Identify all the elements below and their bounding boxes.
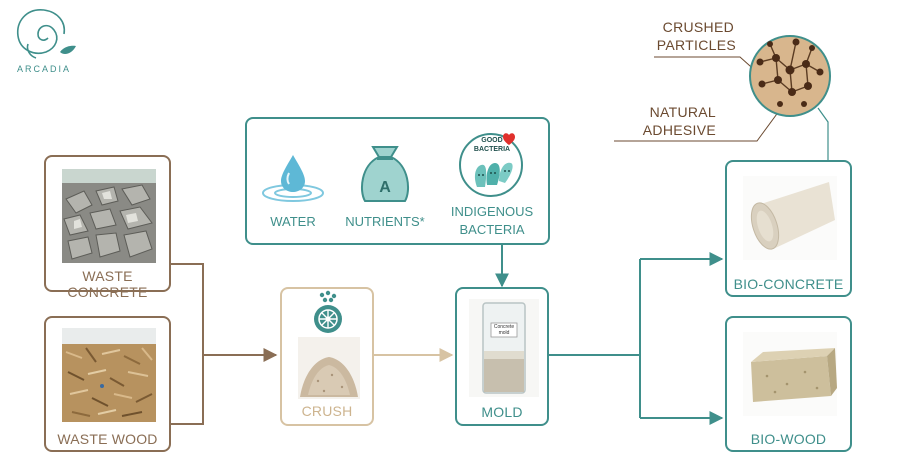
- bacteria-badge-line2: BACTERIA: [473, 146, 511, 153]
- waste-concrete-label: WASTE CONCRETE: [67, 268, 148, 300]
- waste-wood-box: WASTE WOOD: [44, 316, 171, 452]
- bacteria-icon: [459, 133, 523, 197]
- mold-jar-text: Concrete mold: [493, 324, 515, 336]
- crushed-material-photo: [298, 337, 360, 399]
- nutrients-sack-icon: [361, 146, 409, 202]
- bacteria-badge-line1: GOOD: [481, 137, 503, 144]
- natural-adhesive-label-line1: NATURAL: [649, 104, 716, 120]
- inputs-to-crush-arrow: [170, 263, 278, 425]
- crushed-particles-label-line2: PARTICLES: [656, 37, 736, 53]
- crusher-icon: [314, 290, 342, 333]
- nutrients-label: NUTRIENTS*: [345, 214, 425, 229]
- mold-to-outputs-arrow: [549, 252, 724, 425]
- water-icon: [262, 155, 324, 202]
- water-label: WATER: [270, 214, 316, 229]
- crushed-particles-label-line1: CRUSHED: [662, 19, 734, 35]
- bio-wood-label: BIO-WOOD: [750, 431, 827, 447]
- crush-label: CRUSH: [301, 403, 353, 419]
- mold-box: Concrete mold MOLD: [455, 287, 549, 426]
- crush-box: CRUSH: [280, 287, 374, 426]
- waste-wood-photo: [62, 328, 156, 422]
- mold-jar-photo: [469, 299, 539, 397]
- logo-text: ARCADIA: [16, 64, 71, 74]
- bio-concrete-label: BIO-CONCRETE: [733, 276, 844, 292]
- waste-concrete-box: WASTE CONCRETE: [44, 155, 171, 300]
- bacteria-label-line1: INDIGENOUS: [450, 204, 534, 219]
- bio-concrete-box: BIO-CONCRETE: [725, 160, 852, 297]
- bio-concrete-photo: [743, 176, 837, 260]
- bio-wood-photo: [743, 332, 837, 416]
- mold-label: MOLD: [481, 404, 523, 420]
- bacteria-label-line2: BACTERIA: [459, 222, 525, 237]
- natural-adhesive-label-line2: ADHESIVE: [642, 122, 716, 138]
- ingredients-box: WATER A NUTRIENTS* GOOD BACTERIA INDIGEN…: [245, 117, 550, 245]
- bio-wood-box: BIO-WOOD: [725, 316, 852, 452]
- nutrients-glyph: A: [379, 179, 391, 196]
- waste-wood-label: WASTE WOOD: [57, 431, 158, 447]
- waste-concrete-photo: [62, 169, 156, 263]
